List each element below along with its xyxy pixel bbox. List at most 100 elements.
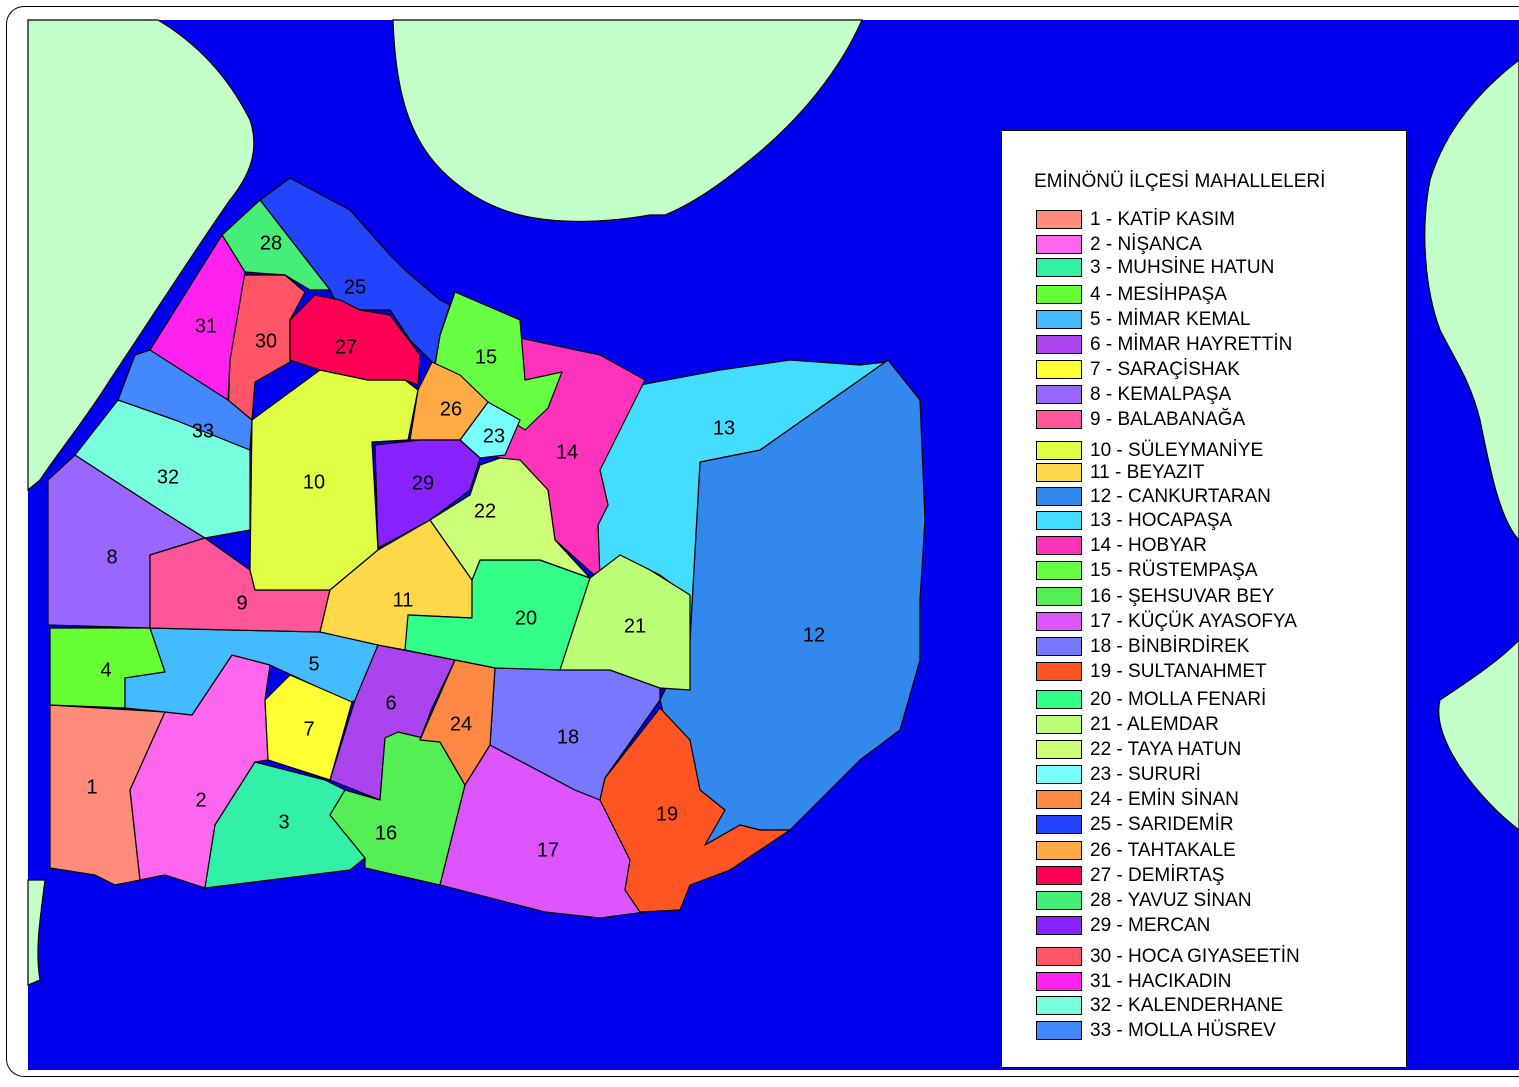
legend-swatch (1036, 765, 1082, 784)
legend-swatch (1036, 258, 1082, 277)
district-label-2: 2 (195, 789, 206, 811)
district-label-33: 33 (192, 420, 214, 442)
district-label-24: 24 (450, 713, 472, 735)
legend-label: 15 - RÜSTEMPAŞA (1090, 560, 1258, 581)
district-22 (429, 457, 591, 581)
legend-label: 31 - HACIKADIN (1090, 971, 1232, 992)
legend-swatch (1036, 972, 1082, 991)
legend-label: 21 - ALEMDAR (1090, 714, 1219, 735)
legend-label: 9 - BALABANAĞA (1090, 409, 1246, 430)
legend-swatch (1036, 866, 1082, 885)
legend-label: 25 - SARIDEMİR (1090, 814, 1234, 835)
legend-swatch (1036, 662, 1082, 681)
legend-swatch (1036, 1021, 1082, 1040)
legend-title: EMİNÖNÜ İLÇESİ MAHALLELERİ (1034, 171, 1326, 192)
legend-swatch (1036, 511, 1082, 530)
legend-swatch (1036, 360, 1082, 379)
district-label-5: 5 (308, 653, 319, 675)
legend-swatch (1036, 561, 1082, 580)
district-33 (117, 349, 253, 451)
legend-swatch (1036, 790, 1082, 809)
legend-swatch (1036, 815, 1082, 834)
district-3 (204, 761, 366, 889)
district-label-18: 18 (557, 726, 579, 748)
legend-swatch (1036, 996, 1082, 1015)
district-label-32: 32 (157, 466, 179, 488)
land-north (392, 19, 863, 222)
district-label-13: 13 (713, 417, 735, 439)
district-label-10: 10 (303, 471, 325, 493)
legend-swatch (1036, 916, 1082, 935)
legend-label: 16 - ŞEHSUVAR BEY (1090, 586, 1275, 607)
district-7 (264, 674, 353, 781)
land-southeast (1438, 639, 1519, 831)
frame-border (6, 6, 1519, 1077)
district-label-25: 25 (344, 276, 366, 298)
district-27 (289, 294, 421, 386)
legend-swatch (1036, 690, 1082, 709)
legend-label: 22 - TAYA HATUN (1090, 739, 1242, 760)
legend-label: 24 - EMİN SİNAN (1090, 789, 1239, 810)
legend-swatch (1036, 740, 1082, 759)
legend-swatch (1036, 410, 1082, 429)
district-label-26: 26 (440, 398, 462, 420)
district-label-23: 23 (483, 425, 505, 447)
legend-swatch (1036, 463, 1082, 482)
legend-swatch (1036, 285, 1082, 304)
legend-swatch (1036, 841, 1082, 860)
legend-label: 29 - MERCAN (1090, 915, 1211, 936)
legend: EMİNÖNÜ İLÇESİ MAHALLELERİ 1 - KATİP KAS… (1001, 130, 1407, 1068)
legend-swatch (1036, 536, 1082, 555)
legend-swatch (1036, 441, 1082, 460)
legend-swatch (1036, 891, 1082, 910)
legend-label: 20 - MOLLA FENARİ (1090, 689, 1267, 710)
legend-label: 11 - BEYAZIT (1090, 462, 1205, 483)
district-label-8: 8 (106, 546, 117, 568)
district-label-14: 14 (556, 441, 578, 463)
land-east (1424, 59, 1519, 541)
legend-swatch (1036, 235, 1082, 254)
legend-label: 6 - MİMAR HAYRETTİN (1090, 334, 1293, 355)
district-label-31: 31 (195, 315, 217, 337)
legend-label: 5 - MİMAR KEMAL (1090, 309, 1251, 330)
legend-swatch (1036, 210, 1082, 229)
legend-label: 12 - CANKURTARAN (1090, 486, 1271, 507)
legend-swatch (1036, 637, 1082, 656)
legend-label: 13 - HOCAPAŞA (1090, 510, 1233, 531)
district-label-11: 11 (393, 589, 414, 611)
legend-label: 32 - KALENDERHANE (1090, 995, 1284, 1016)
legend-label: 4 - MESİHPAŞA (1090, 284, 1227, 305)
legend-swatch (1036, 715, 1082, 734)
legend-label: 7 - SARAÇİSHAK (1090, 359, 1240, 380)
district-24 (419, 659, 496, 786)
legend-swatch (1036, 487, 1082, 506)
legend-label: 1 - KATİP KASIM (1090, 209, 1236, 230)
district-label-29: 29 (412, 472, 434, 494)
legend-label: 19 - SULTANAHMET (1090, 661, 1267, 682)
legend-swatch (1036, 947, 1082, 966)
legend-label: 14 - HOBYAR (1090, 535, 1207, 556)
district-label-6: 6 (385, 692, 396, 714)
legend-swatch (1036, 385, 1082, 404)
district-label-21: 21 (624, 615, 646, 637)
district-label-28: 28 (260, 232, 282, 254)
district-label-17: 17 (537, 839, 559, 861)
district-label-20: 20 (515, 607, 537, 629)
district-label-30: 30 (255, 330, 277, 352)
legend-label: 17 - KÜÇÜK AYASOFYA (1090, 611, 1297, 632)
legend-label: 28 - YAVUZ SİNAN (1090, 890, 1252, 911)
legend-label: 23 - SURURİ (1090, 764, 1201, 785)
legend-label: 8 - KEMALPAŞA (1090, 384, 1232, 405)
district-label-15: 15 (475, 346, 497, 368)
legend-swatch (1036, 335, 1082, 354)
legend-label: 26 - TAHTAKALE (1090, 840, 1236, 861)
legend-label: 33 - MOLLA HÜSREV (1090, 1020, 1276, 1041)
legend-swatch (1036, 587, 1082, 606)
district-label-22: 22 (474, 500, 496, 522)
district-29 (374, 439, 481, 549)
district-label-27: 27 (335, 336, 357, 358)
land-northwest (27, 19, 255, 492)
district-label-3: 3 (278, 811, 289, 833)
district-19 (599, 707, 791, 913)
